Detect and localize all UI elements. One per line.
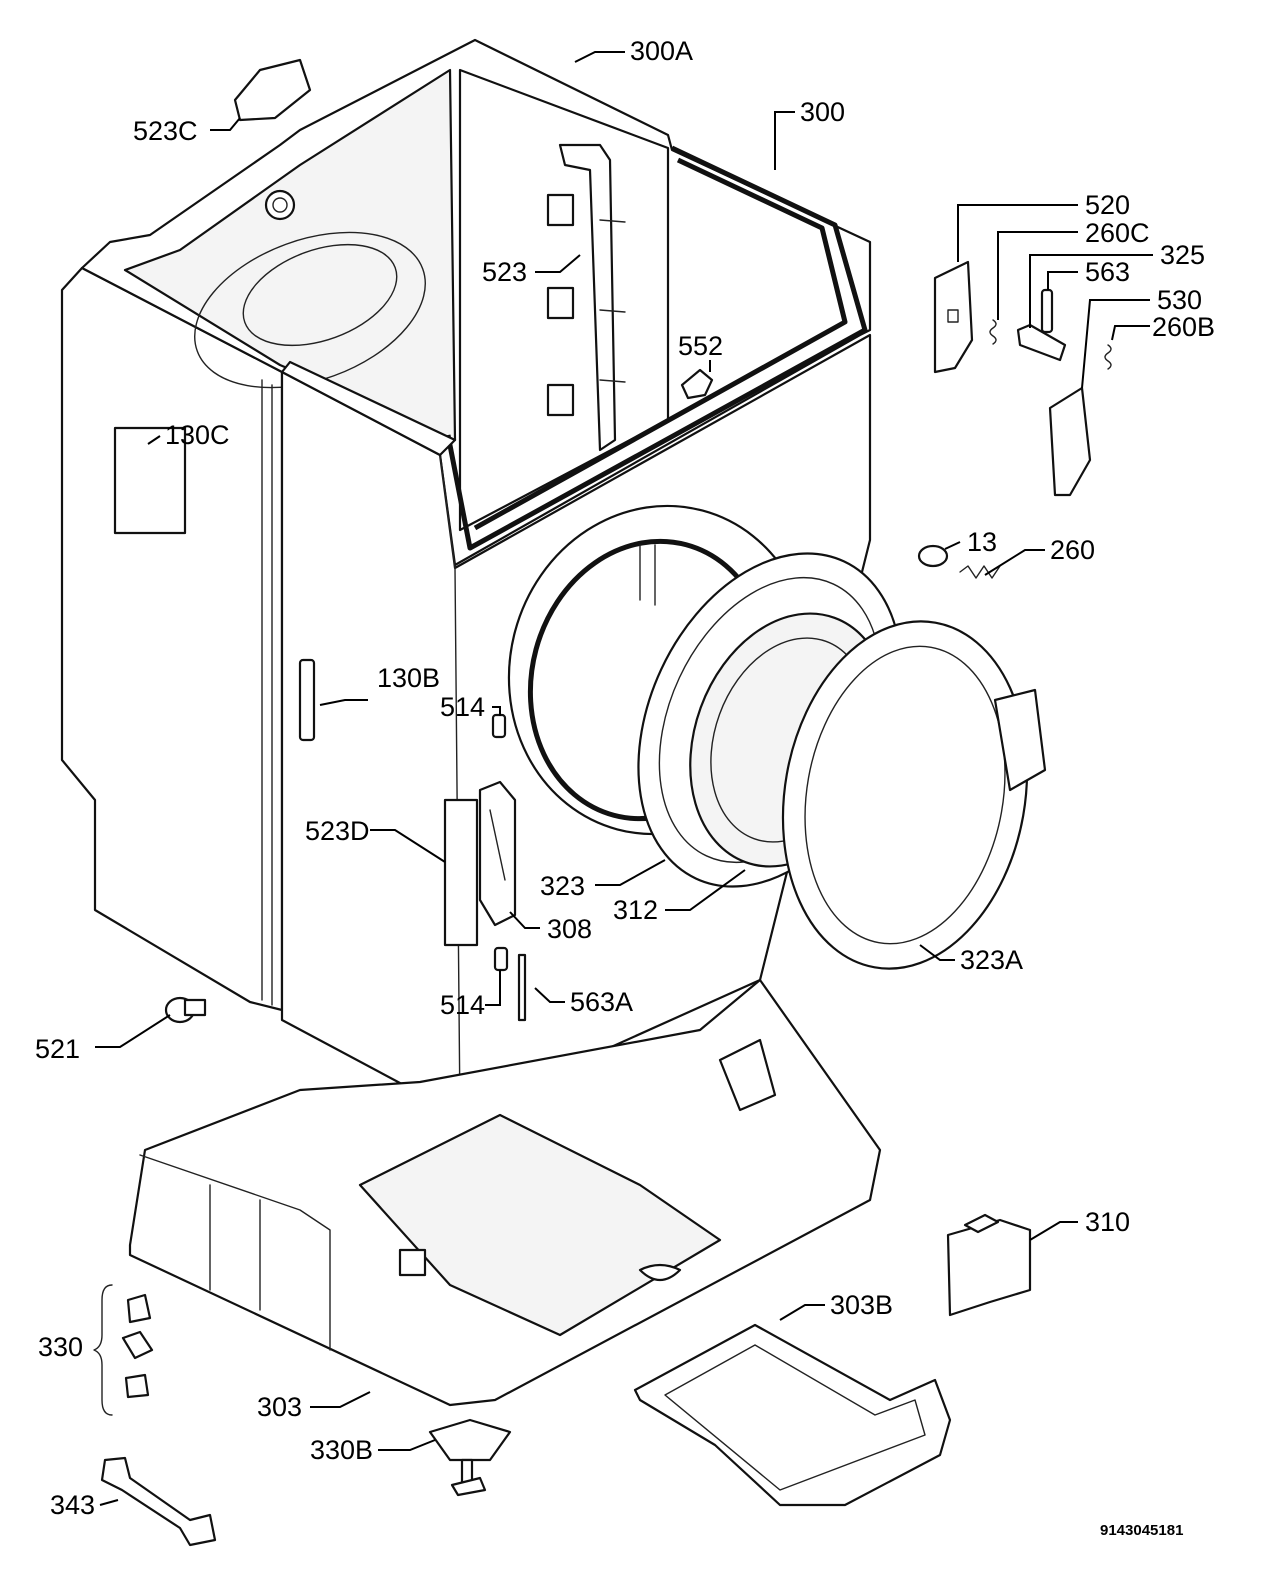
- part-labels: 300A 300 523C 523 552 520 260C 325 563 5…: [35, 36, 1215, 1539]
- wrench-part-343: [100, 1456, 217, 1547]
- label-260: 260: [1050, 535, 1095, 565]
- label-303B: 303B: [830, 1290, 893, 1320]
- label-521: 521: [35, 1034, 80, 1064]
- label-330B: 330B: [310, 1435, 373, 1465]
- label-520: 520: [1085, 190, 1130, 220]
- label-330: 330: [38, 1332, 83, 1362]
- label-300: 300: [800, 97, 845, 127]
- label-310: 310: [1085, 1207, 1130, 1237]
- label-13: 13: [967, 527, 997, 557]
- screw-part-521: [164, 996, 207, 1024]
- label-530: 530: [1157, 285, 1202, 315]
- label-260B: 260B: [1152, 312, 1215, 342]
- label-308: 308: [547, 914, 592, 944]
- door-assembly: [637, 552, 1047, 970]
- label-300A: 300A: [630, 36, 693, 66]
- label-325: 325: [1160, 240, 1205, 270]
- cabinet-body: [60, 38, 872, 1117]
- hatch-part-310: [946, 1213, 1032, 1317]
- spring-parts: [917, 544, 1001, 579]
- handle-parts: [933, 260, 1112, 497]
- leveling-foot-part: [428, 1418, 512, 1497]
- cable-harness-part: [546, 143, 626, 452]
- document-number: 9143045181: [1100, 1522, 1183, 1539]
- base-frame: [128, 978, 882, 1407]
- clip-part-552: [680, 368, 714, 400]
- label-552: 552: [678, 331, 723, 361]
- door-hinge-part: [443, 780, 517, 947]
- label-563: 563: [1085, 257, 1130, 287]
- leader-lines: [95, 51, 1153, 1506]
- clip-part-523C: [233, 58, 312, 122]
- label-514-top: 514: [440, 692, 485, 722]
- label-523C: 523C: [133, 116, 198, 146]
- label-130C: 130C: [165, 420, 230, 450]
- label-130B: 130B: [377, 663, 440, 693]
- label-514-bottom: 514: [440, 990, 485, 1020]
- label-563A: 563A: [570, 987, 633, 1017]
- label-303: 303: [257, 1392, 302, 1422]
- label-260C: 260C: [1085, 218, 1150, 248]
- bottom-plate-part: [633, 1323, 952, 1507]
- label-323A: 323A: [960, 945, 1023, 975]
- rod-part-563A: [517, 953, 527, 1022]
- label-523: 523: [482, 257, 527, 287]
- label-312: 312: [613, 895, 658, 925]
- label-523D: 523D: [305, 816, 370, 846]
- label-343: 343: [50, 1490, 95, 1520]
- feet-parts-330: [93, 1284, 154, 1416]
- label-323: 323: [540, 871, 585, 901]
